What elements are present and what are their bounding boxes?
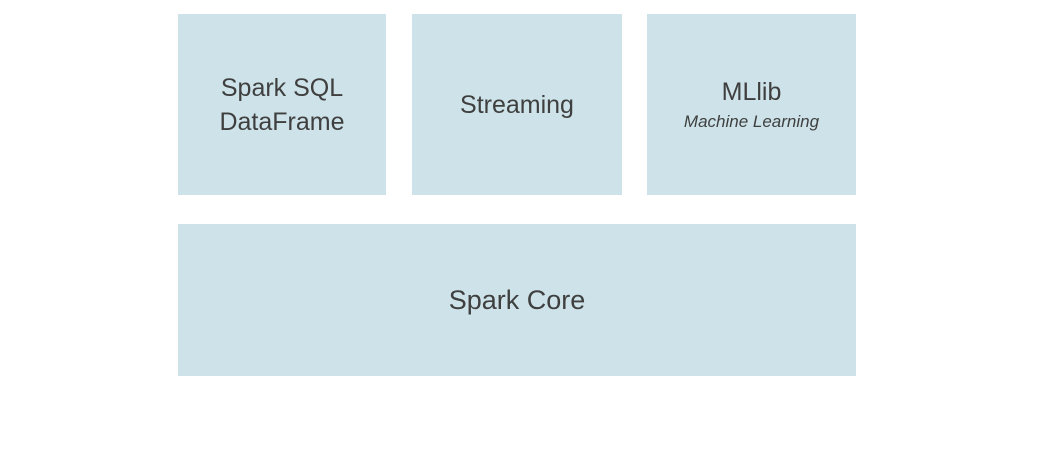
spark-sql-label-line2: DataFrame [219, 107, 345, 136]
streaming-label: Streaming [460, 90, 574, 119]
spark-core-box: Spark Core [178, 224, 856, 376]
mllib-subtitle: Machine Learning [683, 111, 820, 131]
streaming-box: Streaming [412, 14, 622, 195]
mllib-box: MLlib Machine Learning [647, 14, 856, 195]
spark-core-label: Spark Core [448, 284, 586, 315]
spark-sql-box: Spark SQL DataFrame [178, 14, 386, 195]
spark-sql-label-line1: Spark SQL [220, 73, 344, 102]
mllib-label: MLlib [721, 77, 782, 106]
